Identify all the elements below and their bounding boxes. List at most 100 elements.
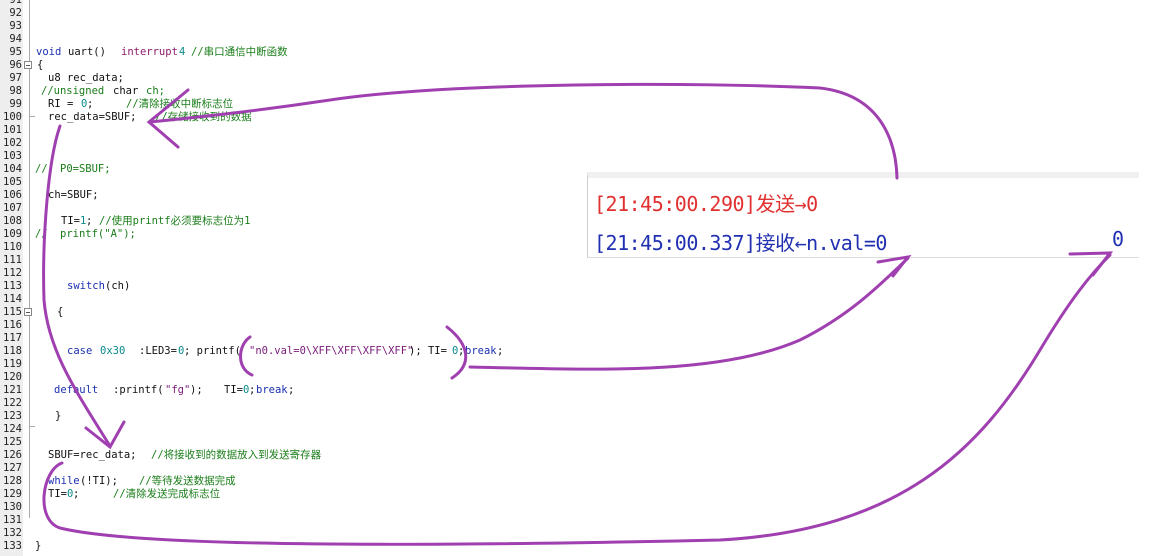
code-text: rec_data=SBUF; bbox=[48, 111, 137, 123]
code-text: { bbox=[57, 306, 64, 318]
code-text: } bbox=[35, 540, 42, 552]
line-number: 92 bbox=[9, 7, 22, 19]
display-value: 0 bbox=[1112, 227, 1124, 251]
line-number: 105 bbox=[3, 176, 22, 188]
code-text: (ch) bbox=[105, 280, 131, 292]
code-comment: // bbox=[35, 228, 48, 240]
line-number: 96 bbox=[9, 59, 22, 71]
line-number: 93 bbox=[9, 20, 22, 32]
code-comment: //串口通信中断函数 bbox=[191, 46, 288, 58]
line-number: 122 bbox=[3, 397, 22, 409]
line-number: 133 bbox=[3, 540, 22, 552]
line-number: 129 bbox=[3, 488, 22, 500]
line-number: 127 bbox=[3, 462, 22, 474]
code-comment: //unsigned bbox=[41, 85, 105, 97]
line-number: 124 bbox=[3, 423, 22, 435]
code-comment: //存储接收到的数据 bbox=[155, 111, 252, 123]
line-number: 111 bbox=[3, 254, 22, 266]
code-text: SBUF=rec_data; bbox=[48, 449, 137, 461]
code-comment: //清除接收中断标志位 bbox=[126, 98, 234, 110]
line-number: 113 bbox=[3, 280, 22, 292]
code-comment: // bbox=[35, 163, 48, 175]
code-keyword: switch bbox=[67, 280, 105, 292]
line-number: 110 bbox=[3, 241, 22, 253]
line-number: 102 bbox=[3, 137, 22, 149]
received-log-line: [21:45:00.337]接收←n.val=0 bbox=[594, 231, 887, 255]
line-number: 100 bbox=[3, 111, 22, 123]
code-text: ; bbox=[288, 384, 295, 396]
sent-log-line: [21:45:00.290]发送→0 bbox=[594, 192, 818, 216]
code-text: u8 rec_data; bbox=[48, 72, 124, 84]
line-number: 107 bbox=[3, 202, 22, 214]
line-number: 126 bbox=[3, 449, 22, 461]
line-number: 97 bbox=[9, 72, 22, 84]
code-text: TI= bbox=[61, 215, 80, 227]
code-comment: char bbox=[113, 85, 139, 97]
code-string: "fg" bbox=[165, 384, 191, 396]
line-number: 116 bbox=[3, 319, 22, 331]
arrow-printf-to-received bbox=[468, 256, 910, 371]
line-number: 108 bbox=[3, 215, 22, 227]
code-text: ch=SBUF; bbox=[48, 189, 99, 201]
code-text: TI= bbox=[48, 488, 67, 500]
code-text: ); bbox=[190, 384, 203, 396]
code-keyword: break bbox=[256, 384, 288, 396]
code-comment: //将接收到的数据放入到发送寄存器 bbox=[151, 449, 322, 461]
code-text: uart() bbox=[68, 46, 106, 58]
code-comment: //等待发送数据完成 bbox=[139, 475, 236, 487]
code-text: :printf( bbox=[113, 384, 164, 396]
line-number: 118 bbox=[3, 345, 22, 357]
line-number: 120 bbox=[3, 371, 22, 383]
line-number: 115 bbox=[3, 306, 22, 318]
code-text: } bbox=[55, 410, 62, 422]
code-number: 4 bbox=[179, 46, 186, 58]
code-comment: P0=SBUF; bbox=[60, 163, 111, 175]
code-keyword: void bbox=[36, 46, 62, 58]
code-text: TI= bbox=[224, 384, 243, 396]
code-string: "n0.val=0\XFF\XFF\XFF\XFF" bbox=[249, 345, 414, 357]
line-number: 132 bbox=[3, 527, 22, 539]
line-number: 101 bbox=[3, 124, 22, 136]
fold-toggle-115[interactable] bbox=[24, 308, 32, 316]
code-keyword: default bbox=[54, 384, 99, 396]
fold-line bbox=[29, 0, 30, 116]
arrowhead bbox=[876, 254, 912, 278]
code-comment: ch; bbox=[146, 85, 165, 97]
line-number: 130 bbox=[3, 501, 22, 513]
line-number: 106 bbox=[3, 189, 22, 201]
code-text: ; bbox=[249, 384, 256, 396]
line-number: 114 bbox=[3, 293, 22, 305]
code-text: RI = bbox=[48, 98, 80, 110]
arrow-received-to-rec-data bbox=[148, 82, 899, 180]
line-number: 112 bbox=[3, 267, 22, 279]
line-number: 123 bbox=[3, 410, 22, 422]
code-keyword: while bbox=[48, 475, 80, 487]
fold-line bbox=[29, 66, 30, 518]
code-comment: printf("A"); bbox=[60, 228, 136, 240]
code-keyword: interrupt bbox=[121, 46, 178, 58]
line-number: 95 bbox=[9, 46, 22, 58]
code-comment: //清除发送完成标志位 bbox=[113, 488, 221, 500]
line-number: 103 bbox=[3, 150, 22, 162]
serial-monitor-panel: [21:45:00.290]发送→0 [21:45:00.337]接收←n.va… bbox=[587, 172, 1139, 258]
fold-end-marker bbox=[29, 116, 35, 117]
code-number: 0 bbox=[81, 98, 88, 110]
code-comment: //使用printf必须要标志位为1 bbox=[99, 215, 251, 227]
code-keyword: case bbox=[67, 345, 93, 357]
line-number: 94 bbox=[9, 33, 22, 45]
line-number: 131 bbox=[3, 514, 22, 526]
code-text: (!TI); bbox=[80, 475, 118, 487]
line-number: 125 bbox=[3, 436, 22, 448]
line-number: 104 bbox=[3, 163, 22, 175]
code-text: ; bbox=[73, 488, 80, 500]
line-number: 99 bbox=[9, 98, 22, 110]
arrowhead bbox=[84, 420, 126, 450]
fold-toggle-96[interactable] bbox=[24, 61, 32, 69]
line-number: 109 bbox=[3, 228, 22, 240]
code-text: { bbox=[37, 59, 44, 71]
code-keyword: break bbox=[465, 345, 497, 357]
code-number: 0x30 bbox=[100, 345, 126, 357]
line-number: 91 bbox=[9, 0, 22, 6]
